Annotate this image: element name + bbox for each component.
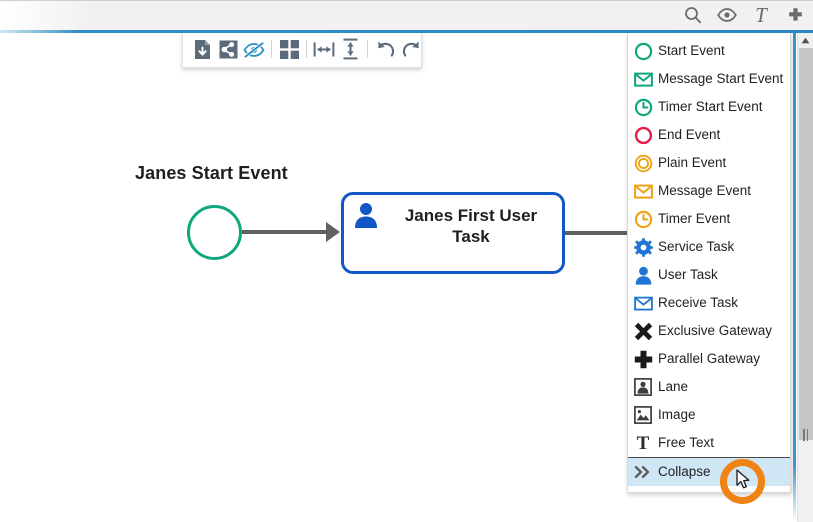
mouse-cursor-icon: [736, 469, 752, 491]
palette-item-label: Timer Event: [658, 211, 731, 227]
header-accent-line: [0, 30, 813, 33]
vertical-scrollbar[interactable]: [797, 33, 813, 522]
palette-item-label: Lane: [658, 379, 689, 395]
text-icon[interactable]: T: [751, 4, 771, 26]
palette-item-free-text[interactable]: T Free Text: [628, 429, 790, 457]
element-palette: Start Event Message Start Event: [627, 33, 791, 493]
header-icon-group: T: [683, 0, 805, 30]
end-event-icon: [633, 125, 653, 145]
user-task-node[interactable]: Janes First User Task: [341, 192, 565, 274]
palette-item-timer-start-event[interactable]: Timer Start Event: [628, 93, 790, 121]
palette-item-parallel-gateway[interactable]: Parallel Gateway: [628, 345, 790, 373]
palette-item-label: Exclusive Gateway: [658, 323, 773, 339]
toolbar-divider-3: [363, 39, 372, 59]
cursor-highlight-ring: [720, 459, 765, 504]
palette-item-label: End Event: [658, 127, 721, 143]
app-header: T: [0, 0, 813, 30]
user-task-node-icon: [353, 201, 379, 229]
eye-icon[interactable]: [717, 4, 737, 26]
sequence-flow-2: [565, 231, 629, 235]
message-event-icon: [633, 181, 653, 201]
timer-start-event-icon: [633, 97, 653, 117]
header-top-divider: [0, 0, 813, 1]
start-event-icon: [633, 41, 653, 61]
sequence-flow-1: [242, 230, 331, 234]
palette-item-end-event[interactable]: End Event: [628, 121, 790, 149]
start-event-node[interactable]: [187, 205, 242, 260]
palette-item-start-event[interactable]: Start Event: [628, 37, 790, 65]
sequence-flow-1-arrowhead: [326, 222, 340, 242]
palette-item-label: Message Start Event: [658, 71, 784, 87]
lane-icon: [633, 377, 653, 397]
palette-item-user-task[interactable]: User Task: [628, 261, 790, 289]
fit-height-icon[interactable]: [337, 36, 363, 62]
palette-item-plain-event[interactable]: Plain Event: [628, 149, 790, 177]
scrollbar-grip-icon[interactable]: [803, 429, 808, 441]
fit-width-icon[interactable]: [311, 36, 337, 62]
palette-item-label: Start Event: [658, 43, 725, 59]
palette-item-image[interactable]: Image: [628, 401, 790, 429]
palette-item-exclusive-gateway[interactable]: Exclusive Gateway: [628, 317, 790, 345]
user-task-icon: [633, 265, 653, 285]
palette-item-timer-event[interactable]: Timer Event: [628, 205, 790, 233]
collapse-icon: [633, 462, 653, 482]
palette-item-label: Receive Task: [658, 295, 739, 311]
redo-icon[interactable]: [398, 36, 424, 62]
palette-item-label: Service Task: [658, 239, 735, 255]
diagram-canvas[interactable]: Janes Start Event Janes First User Task: [0, 33, 795, 522]
canvas-right-border: [793, 33, 796, 522]
free-text-icon-glyph: T: [636, 432, 650, 454]
message-start-event-icon: [633, 69, 653, 89]
service-task-icon: [633, 237, 653, 257]
palette-item-label: Image: [658, 407, 696, 423]
search-icon[interactable]: [683, 4, 703, 26]
palette-item-label: User Task: [658, 267, 718, 283]
palette-item-label: Timer Start Event: [658, 99, 763, 115]
share-icon[interactable]: [215, 36, 241, 62]
palette-item-label: Collapse: [658, 464, 711, 480]
palette-item-lane[interactable]: Lane: [628, 373, 790, 401]
palette-item-service-task[interactable]: Service Task: [628, 233, 790, 261]
save-file-icon[interactable]: [189, 36, 215, 62]
vertical-scrollbar-thumb[interactable]: [799, 48, 813, 440]
exclusive-gateway-icon: [633, 321, 653, 341]
start-event-label: Janes Start Event: [135, 163, 288, 183]
plain-event-icon: [633, 153, 653, 173]
scroll-up-arrow-icon[interactable]: [798, 33, 813, 48]
receive-task-icon: [633, 293, 653, 313]
grid-icon[interactable]: [276, 36, 302, 62]
toolbar-divider-1: [267, 39, 276, 59]
palette-item-label: Message Event: [658, 183, 752, 199]
palette-item-label: Free Text: [658, 435, 715, 451]
text-icon-glyph: T: [755, 2, 767, 27]
user-task-node-label: Janes First User Task: [404, 206, 538, 247]
parallel-gateway-icon: [633, 349, 653, 369]
eye-slash-icon[interactable]: [241, 36, 267, 62]
move-icon[interactable]: [785, 4, 805, 26]
free-text-icon: T: [633, 433, 653, 453]
toolbar-divider-2: [302, 39, 311, 59]
timer-event-icon: [633, 209, 653, 229]
palette-item-message-event[interactable]: Message Event: [628, 177, 790, 205]
palette-item-message-start-event[interactable]: Message Start Event: [628, 65, 790, 93]
palette-item-label: Parallel Gateway: [658, 351, 761, 367]
palette-item-label: Plain Event: [658, 155, 727, 171]
palette-item-collapse[interactable]: Collapse: [628, 457, 790, 486]
undo-icon[interactable]: [372, 36, 398, 62]
image-icon: [633, 405, 653, 425]
palette-item-receive-task[interactable]: Receive Task: [628, 289, 790, 317]
canvas-toolbar: [182, 33, 422, 68]
